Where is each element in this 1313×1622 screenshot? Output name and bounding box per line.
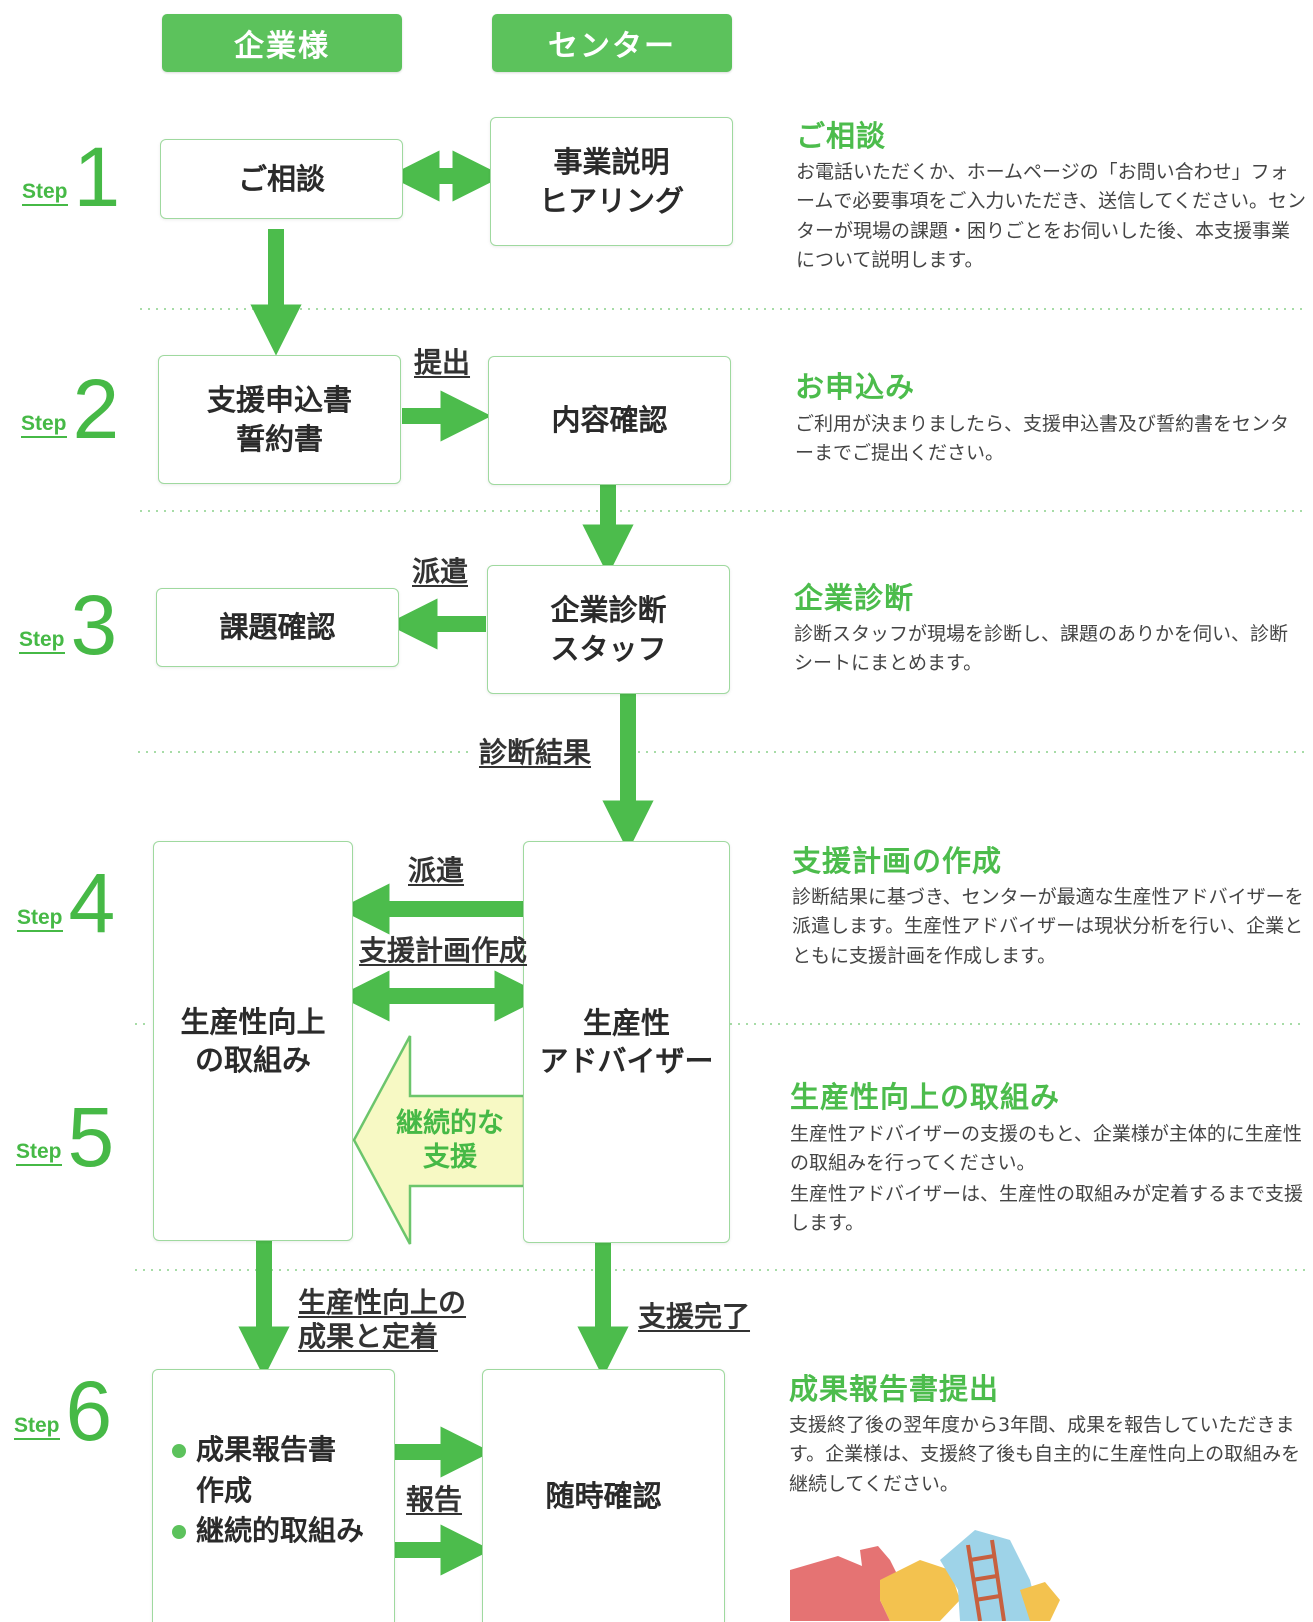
section-title-report: 成果報告書提出: [789, 1372, 1000, 1406]
section-desc-effort-2: 生産性アドバイザーは、生産性の取組みが定着するまで支援します。: [790, 1183, 1304, 1235]
content-check-box: 内容確認: [488, 356, 731, 485]
dispatch-label-2: 派遣: [408, 854, 465, 887]
section-title-plan: 支援計画の作成: [792, 844, 1003, 878]
header-company: 企業様: [162, 14, 402, 72]
header-center: センター: [492, 14, 732, 72]
result-establish-label: 生産性向上の 成果と定着: [298, 1286, 467, 1354]
diagnosis-result-label: 診断結果: [479, 736, 592, 769]
section-desc-consult: お電話いただくか、ホームページの「お問い合わせ」フォームで必要事項をご入力いただ…: [796, 161, 1306, 272]
step6-company-box: [152, 1369, 395, 1622]
dispatch-label-1: 派遣: [412, 555, 469, 588]
bullet-item-cont: 作成: [196, 1473, 253, 1507]
report-label: 報告: [406, 1483, 463, 1516]
bullet-dot-icon: [172, 1444, 186, 1458]
section-desc-plan: 診断結果に基づき、センターが最適な生産性アドバイザーを派遣します。生産性アドバイ…: [792, 886, 1304, 967]
bullet-item: 成果報告書: [170, 1430, 364, 1471]
section-title-diagnosis: 企業診断: [794, 581, 915, 615]
puzzle-illustration-icon: [790, 1530, 1060, 1621]
hearing-box: 事業説明 ヒアリング: [490, 117, 733, 246]
section-desc-diagnosis: 診断スタッフが現場を診断し、課題のありかを伺い、診断シートにまとめます。: [794, 623, 1289, 675]
step6-bullet-list: 成果報告書 作成 継続的取組み: [170, 1430, 364, 1552]
submit-label: 提出: [414, 346, 471, 379]
plan-creation-label: 支援計画作成: [359, 934, 528, 967]
section-title-application: お申込み: [795, 370, 916, 404]
bullet-item: 継続的取組み: [170, 1511, 364, 1552]
application-box: 支援申込書 誓約書: [158, 355, 401, 484]
section-title-consult: ご相談: [796, 119, 887, 153]
section-title-effort: 生産性向上の取組み: [790, 1080, 1061, 1114]
consult-box: ご相談: [160, 139, 403, 219]
issue-check-box: 課題確認: [156, 588, 399, 667]
section-desc-application: ご利用が決まりましたら、支援申込書及び誓約書をセンターまでご提出ください。: [795, 413, 1290, 465]
continuous-support-arrow: [352, 1035, 526, 1245]
productivity-effort-box: 生産性向上 の取組み: [153, 841, 353, 1241]
continuous-support-label: 継続的な 支援: [396, 1108, 504, 1173]
advisor-box: 生産性 アドバイザー: [523, 841, 730, 1243]
section-desc-effort-1: 生産性アドバイザーの支援のもと、企業様が主体的に生産性の取組みを行ってください。: [790, 1123, 1302, 1175]
support-done-label: 支援完了: [638, 1300, 751, 1333]
bullet-dot-icon: [172, 1525, 186, 1540]
diagnosis-staff-box: 企業診断 スタッフ: [487, 565, 730, 694]
section-desc-report: 支援終了後の翌年度から3年間、成果を報告していただきます。企業様は、支援終了後も…: [789, 1414, 1301, 1495]
ongoing-check-box: 随時確認: [482, 1369, 725, 1622]
